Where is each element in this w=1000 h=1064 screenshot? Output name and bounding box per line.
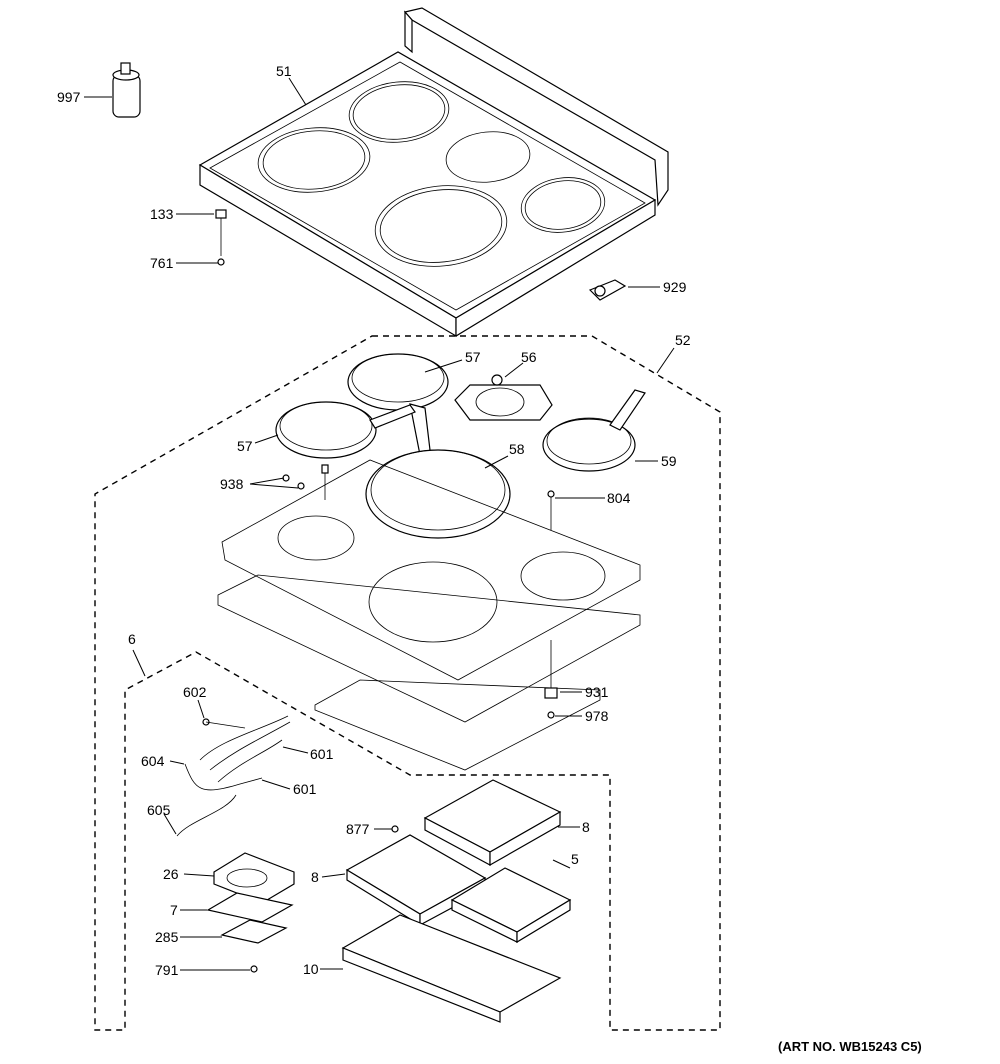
- callout-59: 59: [661, 453, 677, 469]
- callout-791: 791: [155, 962, 179, 978]
- wire-harness-601: [199, 715, 291, 783]
- callout-601-top: 601: [310, 746, 334, 762]
- part-978-nut: [547, 711, 555, 719]
- art-number: (ART NO. WB15243 C5): [778, 1039, 922, 1054]
- callout-602: 602: [183, 684, 207, 700]
- callout-26: 26: [163, 866, 179, 882]
- callout-604: 604: [141, 753, 165, 769]
- part-26-switch: [213, 852, 295, 904]
- part-133-spacer: [215, 209, 227, 256]
- part-285-seal: [220, 919, 288, 944]
- part-877-screw: [391, 825, 399, 833]
- callout-51: 51: [276, 63, 292, 79]
- callout-7: 7: [170, 902, 178, 918]
- callout-52: 52: [675, 332, 691, 348]
- burner-58-large: [365, 449, 511, 539]
- burner-57-left: [275, 401, 416, 459]
- part-761-screw: [217, 258, 225, 266]
- callout-285: 285: [155, 929, 179, 945]
- callout-997: 997: [57, 89, 81, 105]
- leader-lines: [84, 77, 675, 971]
- callout-877: 877: [346, 821, 370, 837]
- part-997-cylinder: [112, 62, 141, 118]
- part-929-clip: [588, 279, 627, 301]
- assembly-52-boundary: [94, 335, 721, 1031]
- callout-978: 978: [585, 708, 609, 724]
- callout-929: 929: [663, 279, 687, 295]
- wire-604: [184, 763, 263, 791]
- part-938-post: [321, 464, 329, 500]
- callout-601-bottom: 601: [293, 781, 317, 797]
- part-791-screw: [250, 965, 258, 973]
- burner-support-plate: [217, 459, 641, 771]
- callout-938: 938: [220, 476, 244, 492]
- callout-8-right: 8: [582, 819, 590, 835]
- callout-761: 761: [150, 255, 174, 271]
- part-10-tray: [341, 914, 562, 1023]
- callout-57-top: 57: [465, 349, 481, 365]
- part-7-gasket: [206, 892, 294, 923]
- callout-5: 5: [571, 851, 579, 867]
- burner-59-right: [542, 389, 646, 472]
- callout-10: 10: [303, 961, 319, 977]
- callout-57-left: 57: [237, 438, 253, 454]
- callout-8-left: 8: [311, 869, 319, 885]
- callout-605: 605: [147, 802, 171, 818]
- part-804-screw: [547, 490, 555, 530]
- cooktop-glass-part: [198, 7, 669, 338]
- callout-58: 58: [509, 441, 525, 457]
- wire-602: [202, 718, 246, 729]
- callout-133: 133: [150, 206, 174, 222]
- burner-57-rear: [347, 353, 449, 456]
- part-931-grommet: [544, 640, 558, 699]
- wire-605: [176, 794, 237, 837]
- callout-6: 6: [128, 631, 136, 647]
- board-8-upper: [423, 779, 562, 867]
- callout-labels: 997 51 133 761 929 52 57 56 57 58 59 938…: [57, 63, 691, 978]
- burner-56-warmer: [454, 374, 553, 421]
- callout-931: 931: [585, 684, 609, 700]
- part-938-screws: [282, 474, 305, 490]
- callout-804: 804: [607, 490, 631, 506]
- board-5: [450, 867, 572, 944]
- callout-56: 56: [521, 349, 537, 365]
